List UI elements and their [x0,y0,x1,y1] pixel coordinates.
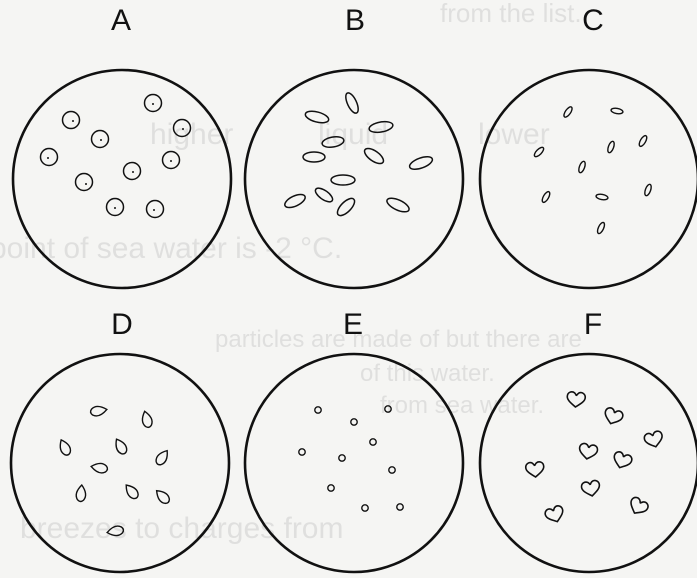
panel-d [11,354,229,572]
panel-f [480,354,697,572]
particles-c [533,106,653,235]
panel-e [245,354,463,572]
panel-b [245,70,463,288]
particles-a [41,95,191,218]
container-circle-c [480,70,697,288]
particles-f [525,391,664,524]
container-circle-d [11,354,229,572]
particles-d [57,405,172,537]
particles-b [283,91,434,218]
container-circle-f [480,354,697,572]
panel-a [13,70,231,288]
container-circle-a [13,70,231,288]
particles-e [299,406,403,511]
panel-c [480,70,697,288]
container-circle-e [245,354,463,572]
